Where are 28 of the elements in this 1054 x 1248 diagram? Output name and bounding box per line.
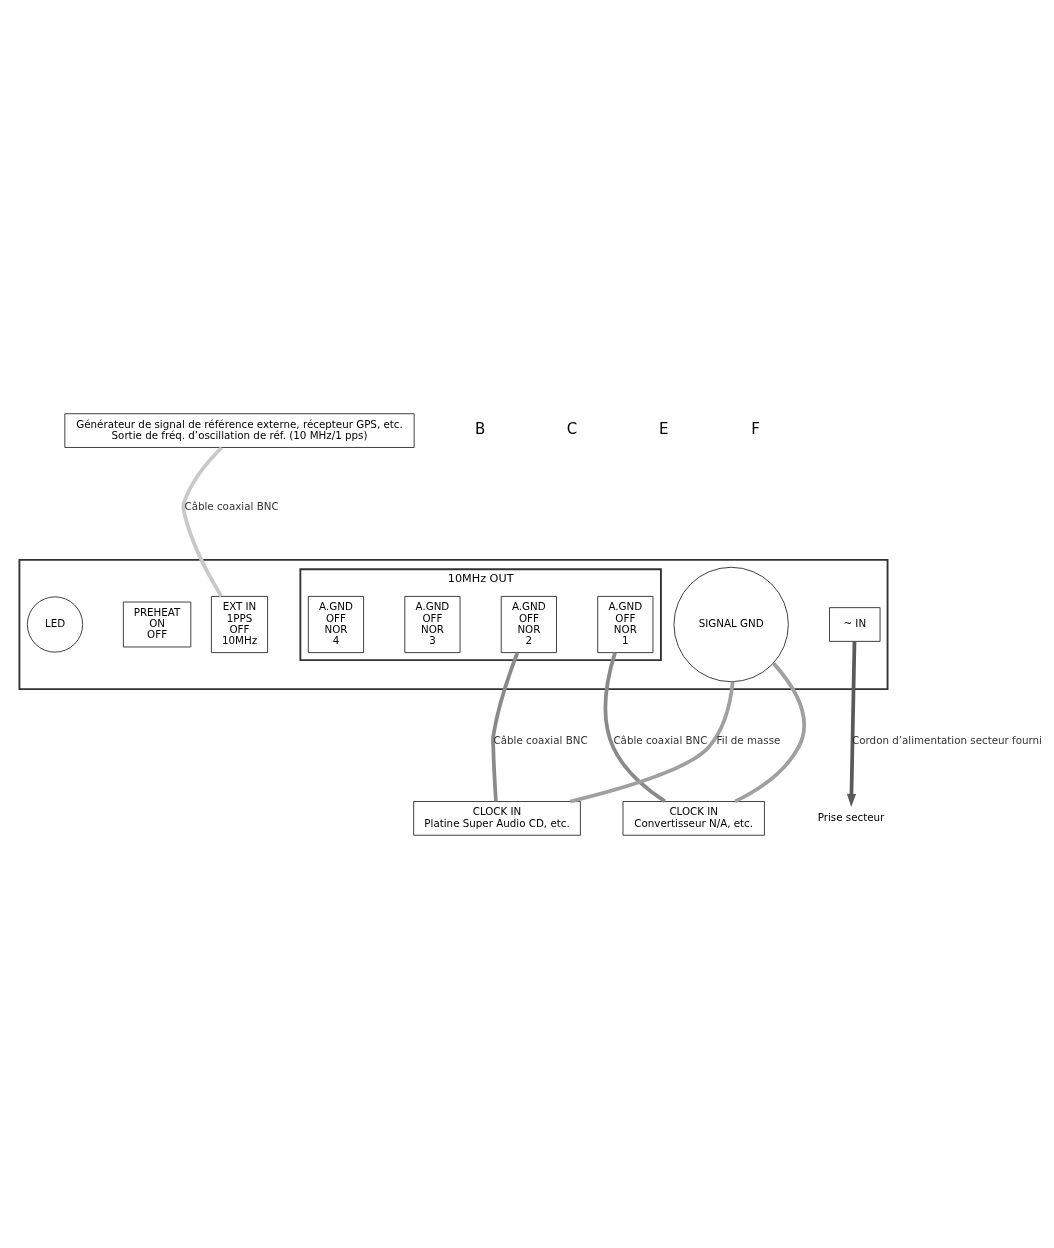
node-text: Prise secteur bbox=[817, 810, 885, 823]
connector bbox=[603, 651, 666, 803]
node-circle: LED bbox=[26, 595, 84, 653]
edge-label: Fil de masse bbox=[716, 733, 781, 746]
node-box: CLOCK IN Platine Super Audio CD, etc. bbox=[413, 800, 581, 836]
node-circle: SIGNAL GND bbox=[673, 566, 789, 682]
connector bbox=[181, 445, 223, 597]
node-box: EXT IN 1PPS OFF 10MHz bbox=[210, 595, 269, 653]
node-box: Générateur de signal de référence externe, récepteur GPS, etc. Sortie de fréq. d’oscillation de réf. (10 MHz/1 pps) bbox=[64, 412, 415, 448]
node-box: A.GND OFF NOR 2 bbox=[500, 595, 557, 653]
cluster bbox=[18, 558, 889, 690]
node-box: A.GND OFF NOR 3 bbox=[404, 595, 461, 653]
connector bbox=[491, 651, 520, 801]
edge-label: Câble coaxial BNC bbox=[184, 499, 279, 512]
label: F bbox=[751, 419, 760, 438]
connector bbox=[569, 681, 735, 803]
edge-label: Câble coaxial BNC bbox=[493, 733, 588, 746]
label: B bbox=[475, 419, 486, 438]
node-box: A.GND OFF NOR 1 bbox=[597, 595, 654, 653]
arrow bbox=[846, 640, 857, 807]
edge-label: Câble coaxial BNC bbox=[613, 733, 708, 746]
node-box: PREHEAT ON OFF bbox=[122, 601, 192, 647]
label: C bbox=[566, 419, 578, 438]
connector bbox=[734, 661, 806, 803]
node-box: CLOCK IN Convertisseur N/A, etc. bbox=[622, 800, 765, 836]
node-box: A.GND OFF NOR 4 bbox=[307, 595, 365, 653]
node-box: ~ IN bbox=[829, 606, 881, 642]
label: E bbox=[658, 419, 669, 438]
